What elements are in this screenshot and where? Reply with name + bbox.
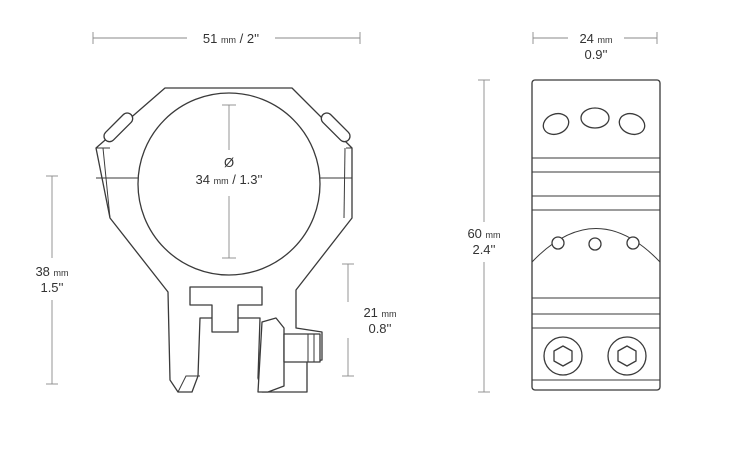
base-height-imperial: 0.8'' — [368, 321, 391, 336]
dimension-side-height: 60 mm 2.4'' — [467, 79, 501, 393]
front-width-label: 51 mm / 2'' — [203, 31, 259, 46]
clamp-jaw — [257, 317, 285, 393]
clamp-knob — [283, 333, 321, 363]
side-width-imperial: 0.9'' — [584, 47, 607, 62]
side-edge-right — [343, 147, 346, 219]
side-view — [531, 79, 661, 391]
dimension-front-width: 51 mm / 2'' — [92, 31, 361, 46]
side-height-metric: 60 mm — [467, 226, 500, 241]
diameter-label: 34 mm / 1.3'' — [196, 172, 263, 187]
cap-screw-pocket-right — [320, 112, 351, 143]
side-edge-left — [102, 147, 111, 219]
ring-aperture — [137, 92, 321, 276]
ring-curve-edge — [531, 228, 661, 263]
dimension-overall-height: 38 mm 1.5'' — [35, 175, 69, 385]
dimension-side-width: 24 mm 0.9'' — [532, 31, 658, 62]
side-height-imperial: 2.4'' — [472, 242, 495, 257]
diameter-symbol: Ø — [224, 155, 234, 170]
ring-hole-left — [551, 236, 565, 250]
hex-socket-right — [617, 345, 637, 367]
front-view — [95, 87, 353, 393]
hex-socket-left — [553, 345, 573, 367]
cap-hole-left — [542, 112, 570, 136]
cap-hole-right — [618, 112, 646, 136]
base-height-metric: 21 mm — [363, 305, 396, 320]
overall-height-imperial: 1.5'' — [40, 280, 63, 295]
ring-hole-right — [626, 236, 640, 250]
ring-hole-middle — [588, 237, 602, 251]
dimension-base-height: 21 mm 0.8'' — [342, 263, 397, 377]
recoil-lug-slot — [189, 286, 263, 333]
rail-dovetail — [177, 375, 200, 393]
overall-height-metric: 38 mm — [35, 264, 68, 279]
cap-screw-pocket-left — [103, 112, 134, 143]
dimension-ring-diameter: Ø 34 mm / 1.3'' — [196, 104, 263, 259]
cap-hole-middle — [580, 107, 610, 129]
side-width-metric: 24 mm — [579, 31, 612, 46]
